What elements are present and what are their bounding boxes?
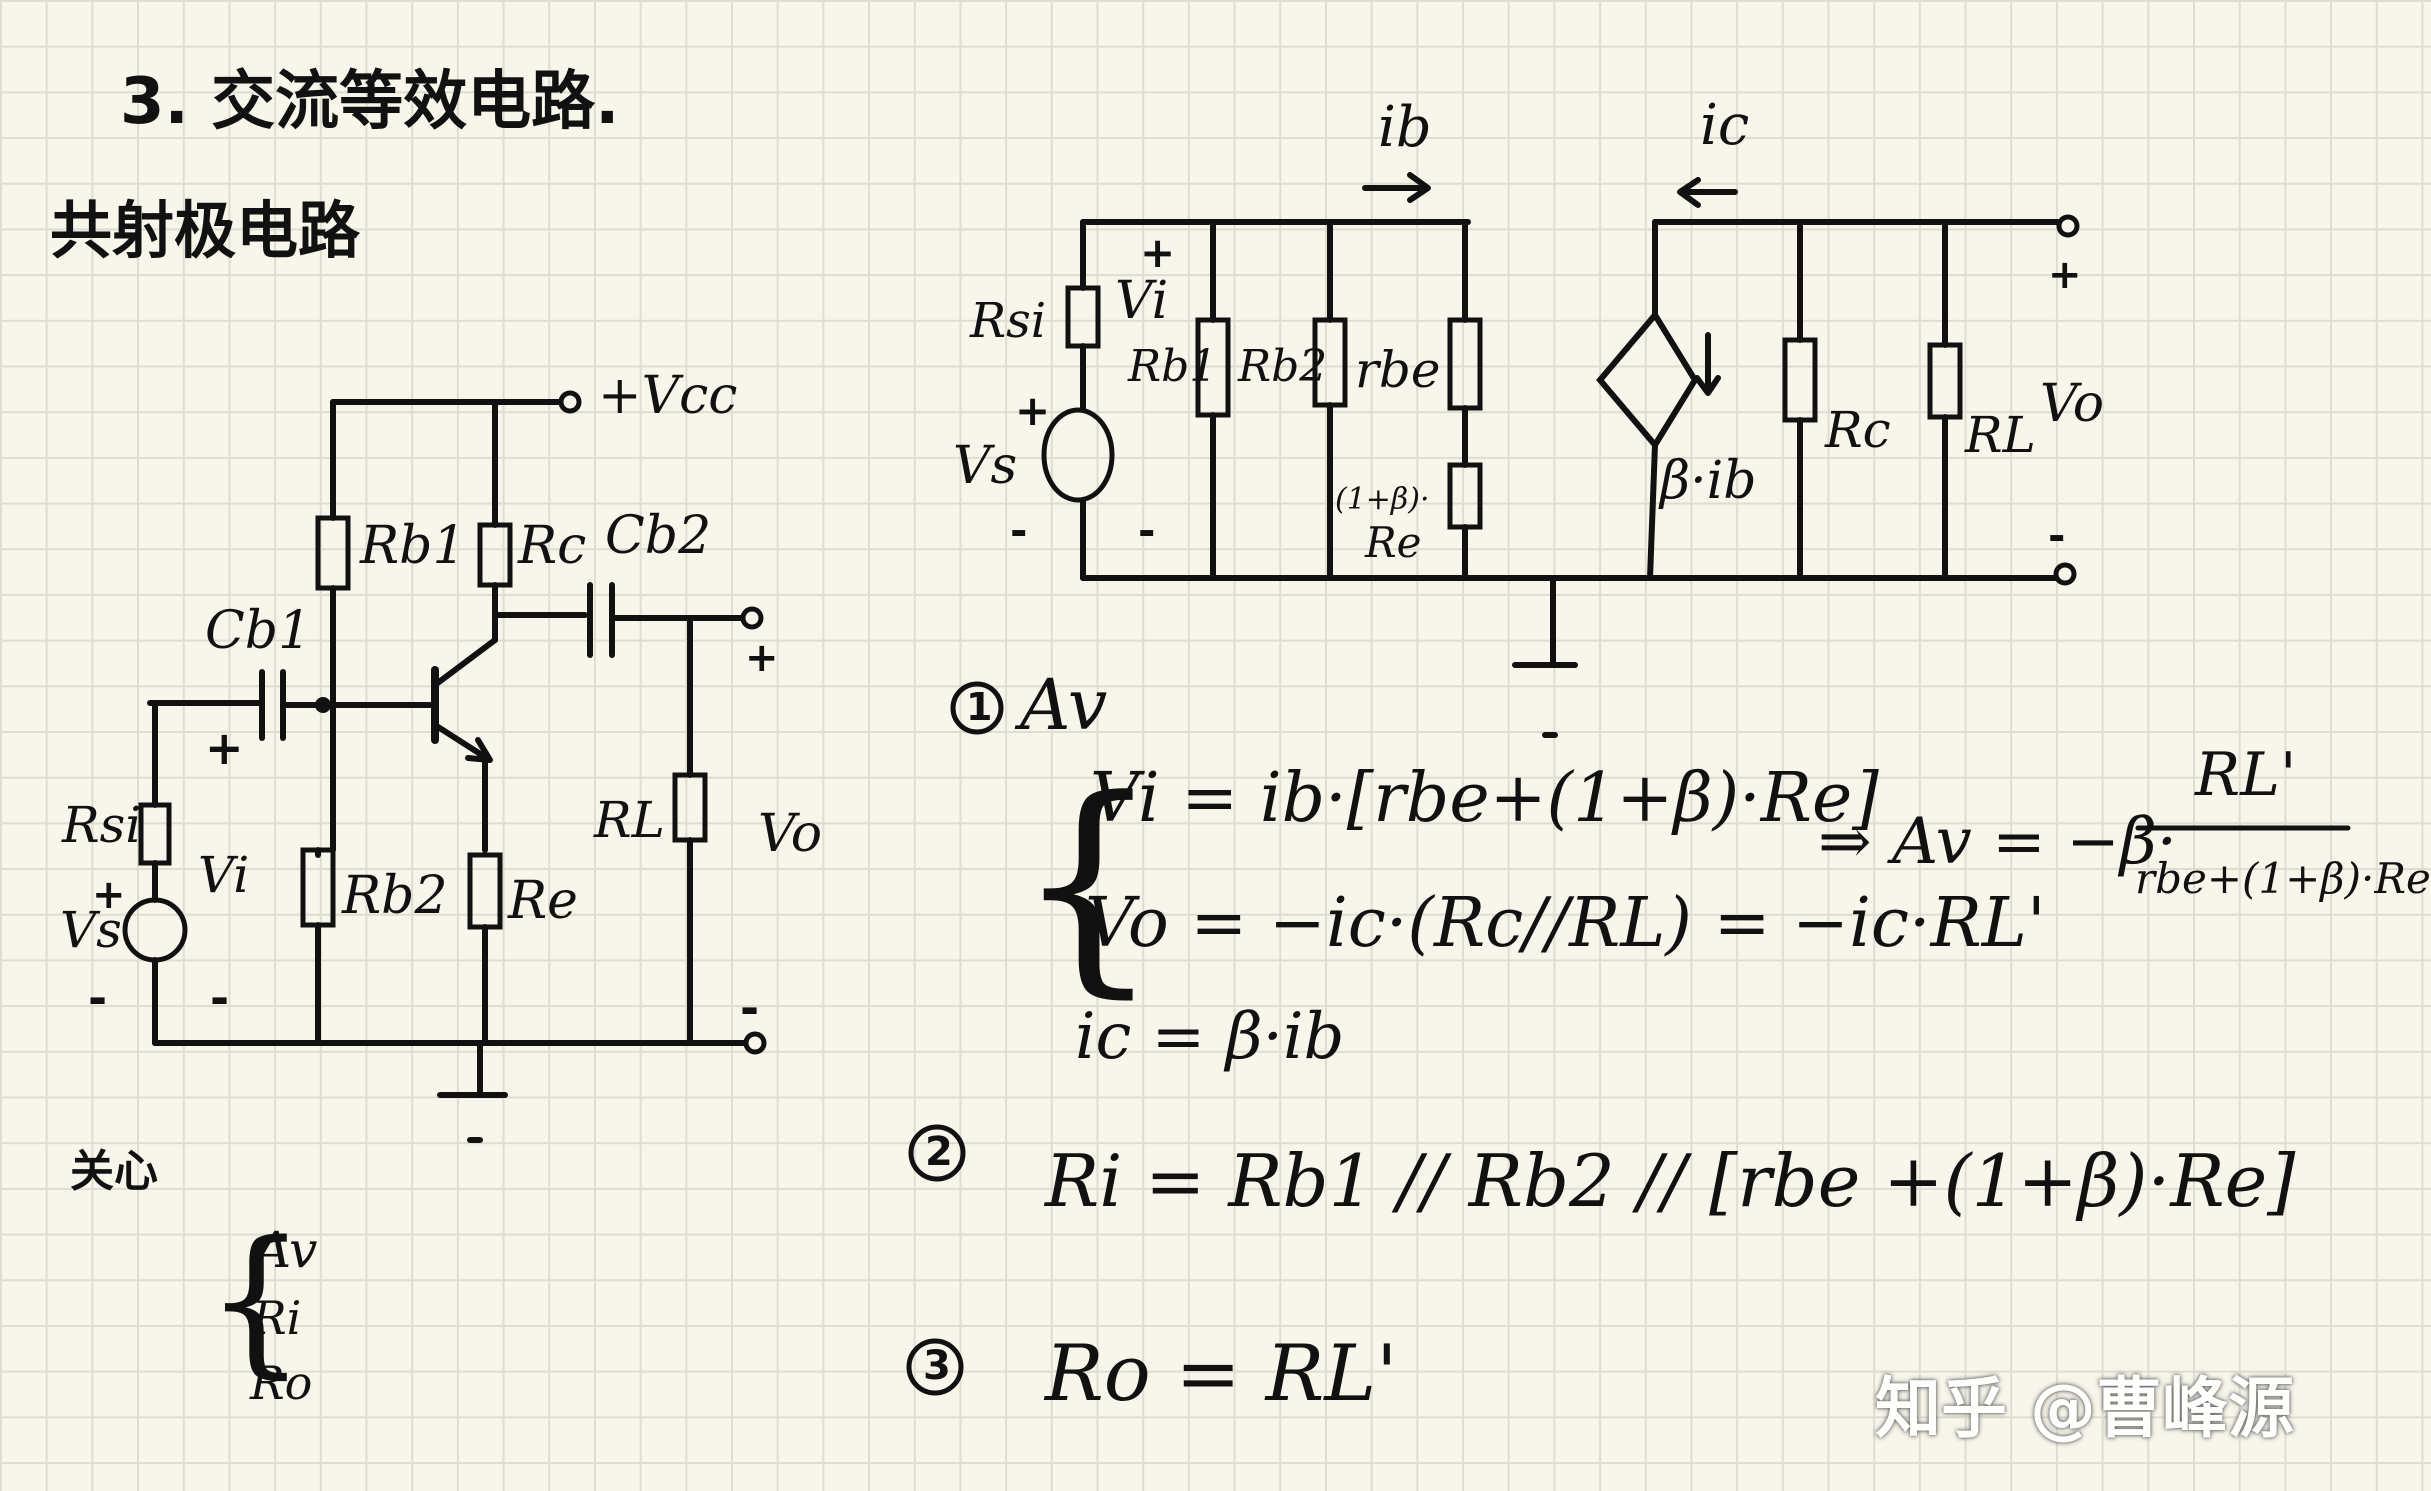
vo-label: Vo [758, 804, 823, 864]
av-result-denominator: rbe+(1+β)·Re [2135, 854, 2431, 903]
vi-minus-label: - [210, 971, 230, 1025]
eq-vo-minus-terminal [2053, 562, 2077, 586]
circle-digit-2: 2 [925, 1129, 953, 1175]
vcc-label: +Vcc [598, 366, 738, 426]
equation-ro: Ro = RL' [1045, 1329, 1398, 1419]
re-resistor [467, 852, 503, 930]
rsi-resistor [138, 802, 172, 866]
watermark: 知乎 @曹峰源 [1875, 1370, 2294, 1447]
eq-vo-plus: + [2048, 252, 2082, 298]
rc-label: Rc [518, 516, 587, 576]
eq-ic-label: ic [1700, 93, 1750, 158]
rb1-resistor [315, 515, 351, 591]
eq-rc-resistor [1782, 337, 1818, 423]
equivalent-circuit [1041, 172, 2080, 738]
eq-vi-plus: + [1140, 228, 1176, 277]
cb2-label: Cb2 [605, 506, 712, 566]
concerns-label: 关心 [70, 1146, 158, 1197]
rb2-label: Rb2 [342, 866, 448, 926]
eq-vo-minus: - [2048, 511, 2066, 560]
eq-rbe-label: rbe [1355, 341, 1441, 399]
eq-vs-plus: + [1015, 386, 1051, 435]
eq-re-factor-label: (1+β)· [1335, 482, 1430, 517]
av-result-numerator: RL' [2195, 740, 2297, 810]
vi-label: Vi [198, 846, 250, 904]
vo-plus-label: + [745, 635, 779, 681]
vo-plus-terminal [740, 606, 764, 630]
rc-resistor [477, 522, 513, 588]
eq-vs-label: Vs [953, 436, 1018, 496]
eq-vo-label: Vo [2040, 374, 2105, 434]
av-heading: Av [1020, 664, 1108, 746]
vs-label: Vs [60, 901, 122, 959]
re-label: Re [508, 871, 578, 931]
eq-rbe-resistor [1447, 317, 1483, 411]
vs-source [122, 897, 188, 963]
common-emitter-circuit [122, 390, 767, 1143]
vs-minus-label: - [88, 971, 108, 1025]
section-title: 3. 交流等效电路. [120, 65, 620, 139]
concern-ri: Ri [252, 1291, 302, 1345]
rb1-label: Rb1 [360, 516, 466, 576]
concern-av: Av [255, 1221, 318, 1279]
vo-minus-terminal [743, 1031, 767, 1055]
concern-ro: Ro [250, 1356, 313, 1410]
eq-vi-minus: - [1138, 506, 1156, 555]
equation-ri: Ri = Rb1 // Rb2 // [rbe +(1+β)·Re] [1045, 1139, 2296, 1223]
eq-ib-label: ib [1378, 95, 1432, 160]
equation-vi: Vi = ib·[rbe+(1+β)·Re] [1090, 759, 1879, 838]
eq-vs-source [1041, 407, 1115, 503]
rb2-resistor [300, 847, 336, 928]
equation-ic: ic = β·ib [1075, 1000, 1345, 1074]
equation-vo: Vo = −ic·(Rc//RL) = −ic·RL' [1085, 884, 2046, 963]
eq-re-resistor [1447, 462, 1483, 530]
eq-rsi-resistor [1065, 285, 1101, 349]
rl-label: RL [594, 791, 665, 849]
vcc-terminal [558, 390, 582, 414]
eq-rsi-label: Rsi [970, 293, 1047, 349]
section-subtitle: 共射极电路 [50, 194, 361, 267]
eq-vi-label: Vi [1115, 271, 1169, 331]
cb1-label: Cb1 [205, 601, 312, 661]
eq-re-label: Re [1365, 518, 1422, 567]
vo-minus-label: - [740, 981, 760, 1035]
eq-vo-plus-terminal [2056, 214, 2080, 238]
av-result-prefix: ⇒ Av = −β· [1818, 805, 2178, 879]
dependent-current-source [1596, 309, 1699, 451]
concerns-brace: { [205, 1206, 307, 1393]
circle-digit-1: 1 [966, 685, 993, 729]
circle-digit-3: 3 [923, 1343, 951, 1389]
rl-resistor [672, 772, 708, 843]
eq-rc-label: Rc [1825, 401, 1891, 459]
rsi-label: Rsi [62, 796, 142, 854]
eq-source-label: β·ib [1660, 451, 1757, 511]
eq-rl-resistor [1927, 342, 1963, 420]
eq-vs-minus: - [1010, 506, 1028, 555]
eq-rb1-label: Rb1 [1128, 341, 1218, 392]
system-brace: { [1015, 751, 1162, 1018]
eq-rl-label: RL [1965, 406, 2036, 464]
vs-plus-label: + [92, 872, 126, 918]
eq-rb2-label: Rb2 [1238, 341, 1328, 392]
vi-plus-label: + [205, 721, 244, 775]
